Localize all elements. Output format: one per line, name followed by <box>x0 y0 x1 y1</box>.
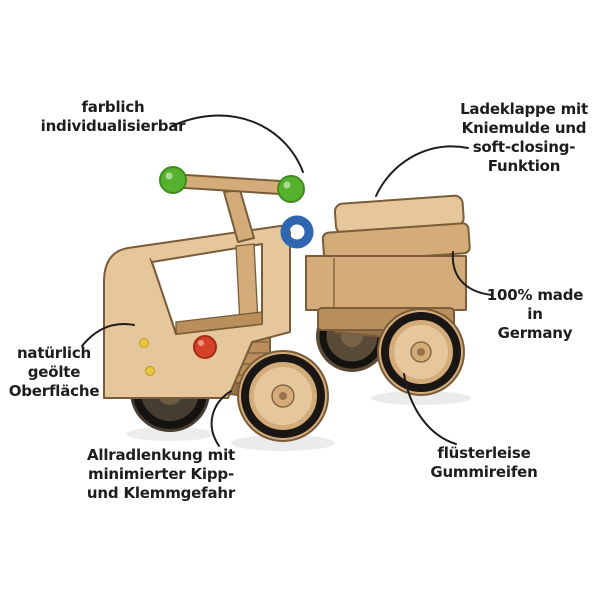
leader-steering <box>210 390 232 447</box>
handlebar-grip-left <box>159 166 187 194</box>
annotation-oiled-surface: natürlich geölte Oberfläche <box>8 344 100 400</box>
cab-floor-board <box>175 311 263 335</box>
leader-tailgate <box>375 145 469 197</box>
leader-oiled-surface <box>81 323 135 347</box>
leader-customizable <box>171 114 304 173</box>
shadows <box>126 391 471 451</box>
red-knob <box>193 335 217 359</box>
leader-made-in-germany <box>451 251 493 296</box>
annotation-steering: Allradlenkung mit minimierter Kipp- und … <box>86 446 236 502</box>
handlebar <box>159 166 314 249</box>
cargo-bed <box>305 194 471 331</box>
annotation-lines <box>81 114 493 447</box>
steering-column-inner <box>235 243 259 325</box>
cargo-lid <box>321 194 471 264</box>
rear-near-wheel <box>377 308 465 396</box>
annotation-made-in-germany: 100% made in Germany <box>486 286 584 342</box>
blue-seat-ring <box>280 215 314 249</box>
screw-cap-bottom <box>145 366 155 376</box>
front-near-wheel <box>237 350 329 442</box>
screw-cap-top <box>139 338 149 348</box>
leader-tires <box>403 373 457 445</box>
annotation-tires: flüsterleise Gummireifen <box>430 444 538 481</box>
handlebar-bar <box>172 175 294 194</box>
annotation-color-customizable: farblich individualisierbar <box>40 98 186 135</box>
annotation-tailgate: Ladeklappe mit Kniemulde und soft-closin… <box>460 100 588 175</box>
truck-illustration <box>103 166 471 442</box>
cab <box>103 224 291 399</box>
handlebar-grip-right <box>277 175 305 203</box>
